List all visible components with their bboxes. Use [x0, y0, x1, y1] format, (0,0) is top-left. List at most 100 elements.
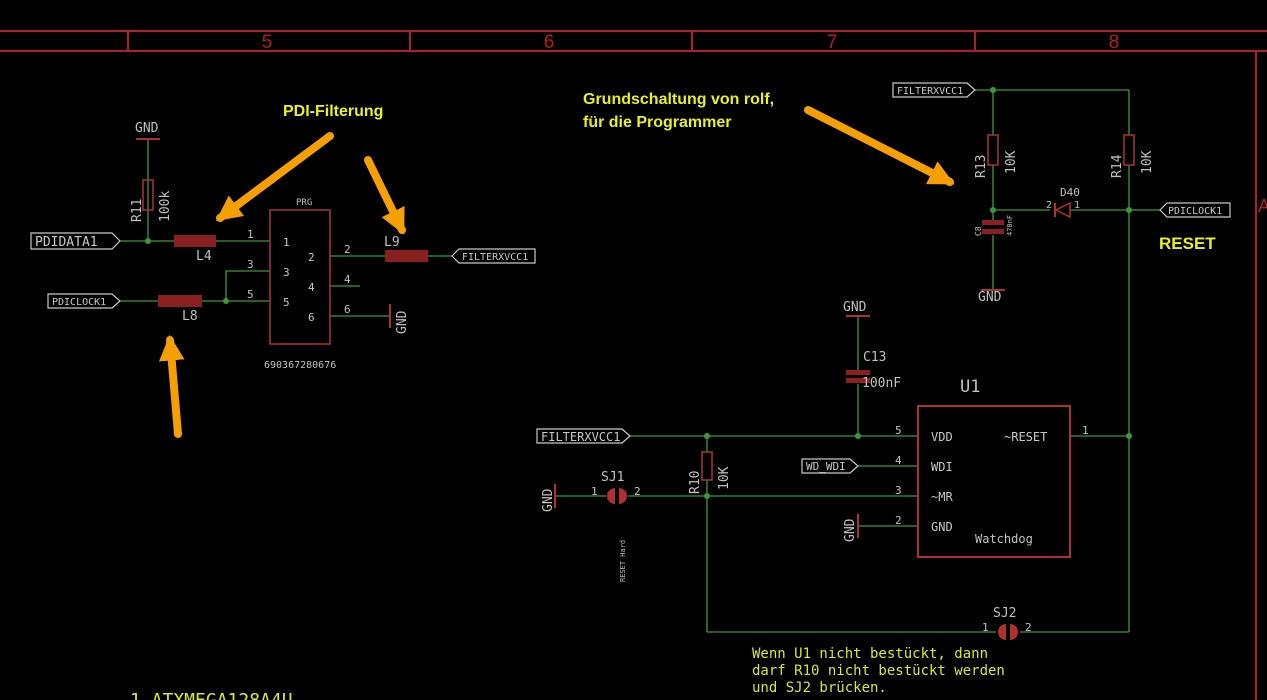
- junction-dots: [145, 87, 1132, 499]
- diode-d40[interactable]: D40 2 1: [1046, 186, 1080, 219]
- c13-value: 100nF: [862, 376, 901, 391]
- capacitor-c8[interactable]: C8 470nF: [974, 215, 1014, 236]
- annotation-grund-line2: für die Programmer: [583, 114, 731, 131]
- u1-value: Watchdog: [975, 532, 1033, 546]
- note-line-2: darf R10 nicht bestückt werden: [752, 663, 1005, 679]
- net-label-pdiclock-right-frame[interactable]: [1159, 202, 1231, 218]
- inductor-l9[interactable]: L9: [384, 235, 428, 262]
- net-label-filtervcc-tr-frame[interactable]: [892, 82, 976, 98]
- annotation-reset: RESET: [1159, 234, 1216, 253]
- u1-pin-gnd: GND: [931, 520, 953, 534]
- net-label-filtervcc-tl: FILTERXVCC1: [462, 252, 528, 263]
- gnd-r11-label: GND: [135, 121, 159, 136]
- net-label-pdiclock-left: PDICLOCK1: [52, 297, 106, 308]
- resistor-r14[interactable]: R14 10K: [1110, 134, 1155, 178]
- prg-outer-pin-5: 5: [247, 288, 254, 301]
- l9-label: L9: [384, 235, 400, 250]
- u1-pin-wdi: WDI: [931, 460, 953, 474]
- bottom-clipped-label: 1 ATXMEGA128A4U: [130, 690, 293, 700]
- r10-value: 10K: [717, 466, 732, 490]
- solder-jumper-sj1[interactable]: SJ1 1 2 RESET Hard: [591, 470, 641, 582]
- prg-outer-pin-6: 6: [344, 303, 351, 316]
- gnd-sj1-label: GND: [541, 488, 556, 512]
- net-label-wd-wdi: WD_WDI: [806, 460, 846, 473]
- gnd-symbol-c8[interactable]: GND: [978, 289, 1005, 305]
- d40-pin2: 2: [1046, 200, 1052, 211]
- gnd-symbol-r11[interactable]: GND: [135, 121, 160, 140]
- u1-pin-num-1: 1: [1082, 424, 1089, 437]
- prg-name: PRG: [296, 198, 312, 208]
- annotation-pdi-filter: PDI-Filterung: [283, 103, 383, 120]
- prg-inner-pin-3: 3: [283, 266, 290, 279]
- resistor-r11[interactable]: R11 100k: [130, 179, 173, 222]
- sj1-pin2: 2: [634, 485, 641, 498]
- gnd-symbol-c13[interactable]: GND: [843, 300, 870, 317]
- gnd-symbol-sj1[interactable]: GND: [541, 484, 556, 512]
- resistor-r10[interactable]: R10 10K: [688, 451, 732, 494]
- net-labels: [30, 82, 1231, 474]
- frame-column-7: 7: [827, 32, 838, 53]
- u1-pin-mr: ~MR: [931, 490, 953, 504]
- annotation-grund-line1: Grundschaltung von rolf,: [583, 91, 774, 108]
- sj1-pin1: 1: [591, 485, 598, 498]
- annotation-arrows: [158, 106, 955, 438]
- u1-pin-num-4: 4: [895, 454, 902, 467]
- net-label-pdidata-frame[interactable]: [30, 232, 121, 250]
- net-label-wd-wdi-frame[interactable]: [801, 458, 859, 474]
- r13-value: 10K: [1004, 150, 1019, 174]
- frame-column-5: 5: [262, 32, 273, 53]
- net-label-filtervcc-tr: FILTERXVCC1: [897, 86, 963, 97]
- inductor-l8[interactable]: L8: [158, 295, 202, 324]
- connector-prg[interactable]: PRG 690367280676 1 2 3 4 5 6 1 2 3 4 5 6: [247, 198, 351, 371]
- prg-inner-pin-1: 1: [283, 236, 290, 249]
- gnd-c8-label: GND: [978, 290, 1002, 305]
- net-label-filtervcc-bottom-frame[interactable]: [536, 428, 631, 444]
- net-label-filtervcc-bottom: FILTERXVCC1: [541, 430, 620, 444]
- prg-outer-pin-4: 4: [344, 273, 351, 286]
- prg-inner-pin-5: 5: [283, 296, 290, 309]
- sj1-value: RESET Hard: [619, 540, 627, 582]
- capacitor-c13[interactable]: C13 100nF: [846, 350, 901, 391]
- net-label-pdiclock-left-frame[interactable]: [47, 293, 121, 309]
- u1-pin-num-2: 2: [895, 514, 902, 527]
- net-wires: [120, 89, 1160, 633]
- note-line-3: und SJ2 brücken.: [752, 680, 887, 696]
- prg-inner-pin-2: 2: [308, 251, 315, 264]
- assembly-note: Wenn U1 nicht bestückt, dann darf R10 ni…: [752, 646, 1005, 696]
- net-label-filtervcc-tl-frame[interactable]: [451, 248, 536, 264]
- prg-inner-pin-4: 4: [308, 281, 315, 294]
- note-line-1: Wenn U1 nicht bestückt, dann: [752, 646, 988, 662]
- frame-column-labels: 5 6 7 8: [262, 32, 1120, 53]
- sj2-name: SJ2: [993, 606, 1016, 621]
- c8-value: 470nF: [1006, 215, 1014, 236]
- net-label-pdiclock-right: PDICLOCK1: [1168, 206, 1222, 217]
- prg-outer-pin-2: 2: [344, 243, 351, 256]
- u1-name: U1: [960, 377, 980, 397]
- r11-name: R11: [130, 199, 145, 222]
- gnd-c13-label: GND: [843, 300, 867, 315]
- d40-name: D40: [1060, 186, 1080, 199]
- l4-label: L4: [196, 249, 212, 264]
- solder-jumper-sj2[interactable]: SJ2 1 2: [982, 606, 1032, 640]
- c13-name: C13: [863, 350, 886, 365]
- d40-pin1: 1: [1074, 200, 1080, 211]
- u1-pin-reset: ~RESET: [1004, 430, 1047, 444]
- gnd-symbol-u1[interactable]: GND: [843, 514, 859, 542]
- gnd-prg-label: GND: [395, 310, 410, 334]
- r14-name: R14: [1110, 154, 1125, 178]
- prg-outer-pin-3: 3: [247, 258, 254, 271]
- inductor-l4[interactable]: L4: [174, 235, 216, 264]
- r13-name: R13: [974, 155, 989, 178]
- frame-column-6: 6: [544, 32, 555, 53]
- u1-pin-vdd: VDD: [931, 430, 953, 444]
- u1-pin-num-5: 5: [895, 424, 902, 437]
- prg-value: 690367280676: [264, 360, 336, 371]
- gnd-symbol-prg[interactable]: GND: [389, 304, 410, 334]
- r10-name: R10: [688, 471, 703, 494]
- resistor-r13[interactable]: R13 10K: [974, 134, 1019, 178]
- ic-u1-watchdog[interactable]: U1 Watchdog VDD WDI ~MR GND ~RESET 5 4 3…: [895, 377, 1089, 558]
- prg-inner-pin-6: 6: [308, 311, 315, 324]
- c8-name: C8: [974, 226, 983, 236]
- sj1-name: SJ1: [601, 470, 624, 485]
